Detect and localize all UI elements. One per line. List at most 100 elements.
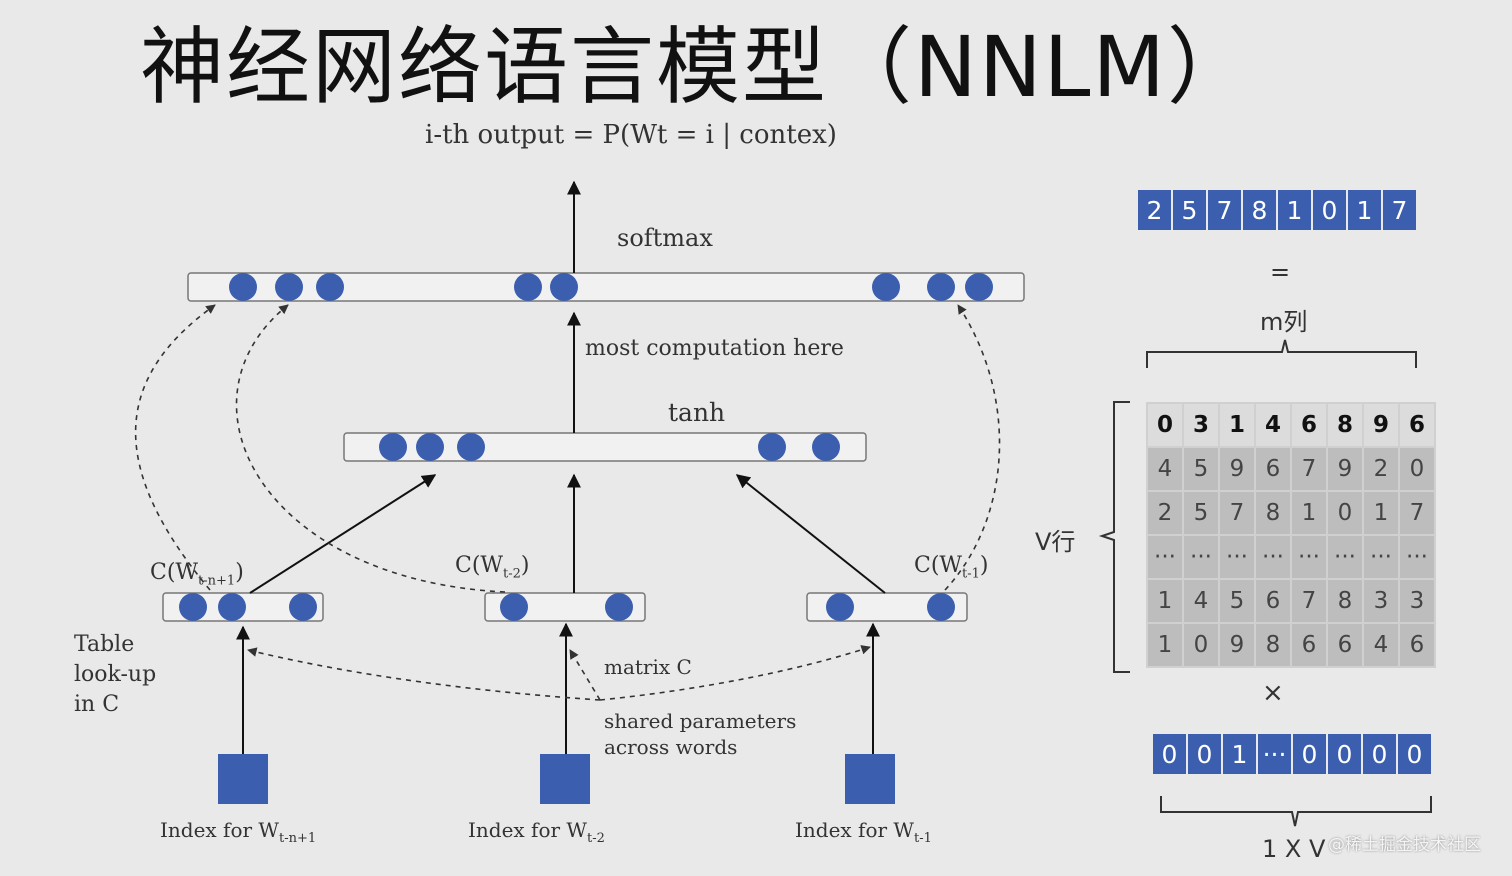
node (550, 273, 578, 301)
matrix-cell: 0 (1148, 404, 1182, 446)
matrix-cell: 3 (1184, 404, 1218, 446)
matrix-cell: 5 (1184, 448, 1218, 490)
node (416, 433, 444, 461)
onehot-vector-cell: ··· (1258, 734, 1291, 774)
matrix-cell: 0 (1184, 624, 1218, 666)
context-label-3: C(Wt-1) (914, 553, 989, 582)
node (965, 273, 993, 301)
matrix-cell: 5 (1220, 580, 1254, 622)
matrix-cell: 8 (1328, 580, 1362, 622)
arrow-c1-to-tanh (249, 474, 437, 594)
node (758, 433, 786, 461)
result-vector-cell: 7 (1383, 190, 1416, 230)
dashed-skip-2 (235, 304, 506, 593)
matrix-cell: 1 (1220, 404, 1254, 446)
matrix-cell: 9 (1220, 448, 1254, 490)
matrix-cell: 8 (1256, 492, 1290, 534)
index-label-1: Index for Wt-n+1 (160, 818, 317, 846)
onehot-vector-cell: 0 (1293, 734, 1326, 774)
matrix-cell: 4 (1184, 580, 1218, 622)
matrix-cell: 6 (1292, 624, 1326, 666)
node (927, 593, 955, 621)
matrix-cell: 3 (1364, 580, 1398, 622)
matrix-cell: 6 (1400, 624, 1434, 666)
dashed-shared-mid (569, 649, 601, 701)
matrix-cell: ··· (1328, 536, 1362, 578)
matrix-cell: 6 (1256, 448, 1290, 490)
matrix-cell: 4 (1364, 624, 1398, 666)
dashed-skip-3 (944, 304, 1001, 591)
matrix-cell: 9 (1328, 448, 1362, 490)
matrix-c-label: matrix C (604, 655, 692, 679)
node (379, 433, 407, 461)
matrix-cell: 6 (1400, 404, 1434, 446)
node (826, 593, 854, 621)
matrix-cell: 1 (1292, 492, 1326, 534)
input-index-square-3 (845, 754, 895, 804)
onehot-vector-cell: 0 (1153, 734, 1186, 774)
matrix-cell: 7 (1220, 492, 1254, 534)
matrix-cell: 2 (1364, 448, 1398, 490)
context-nodes (179, 593, 955, 621)
onehot-vector-cell: 0 (1328, 734, 1361, 774)
matrix-cell: 1 (1364, 492, 1398, 534)
matrix-cell: 7 (1292, 448, 1326, 490)
matrix-cell: 6 (1328, 624, 1362, 666)
onehot-vector-cell: 0 (1188, 734, 1221, 774)
matrix-cell: 8 (1328, 404, 1362, 446)
matrix-cell: 0 (1328, 492, 1362, 534)
matrix-cell: 1 (1148, 580, 1182, 622)
index-label-3: Index for Wt-1 (795, 818, 932, 846)
matrix-cell: 5 (1184, 492, 1218, 534)
onehot-vector-cell: 0 (1398, 734, 1431, 774)
onehot-size-label: 1 X V (1262, 835, 1326, 863)
node (275, 273, 303, 301)
m-columns-brace (1146, 339, 1417, 368)
equals-sign: = (1270, 258, 1291, 286)
index-label-2: Index for Wt-2 (468, 818, 605, 846)
context-label-1: C(Wt-n+1) (150, 560, 244, 589)
matrix-cell: 9 (1220, 624, 1254, 666)
matrix-cell: 9 (1364, 404, 1398, 446)
node (229, 273, 257, 301)
matrix-cell: 7 (1292, 580, 1326, 622)
input-index-square-2 (540, 754, 590, 804)
dashed-shared-left (247, 647, 601, 701)
result-vector-cell: 1 (1278, 190, 1311, 230)
most-computation-label: most computation here (585, 336, 844, 361)
arrow-c3-to-tanh (735, 474, 886, 594)
input-index-square-1 (218, 754, 268, 804)
softmax-nodes (229, 273, 993, 301)
onehot-vector-cell: 0 (1363, 734, 1396, 774)
matrix-cell: ··· (1256, 536, 1290, 578)
matrix-cell: 6 (1292, 404, 1326, 446)
node (605, 593, 633, 621)
node (500, 593, 528, 621)
matrix-cell: ··· (1364, 536, 1398, 578)
result-vector-cell: 2 (1138, 190, 1171, 230)
matrix-cell: ··· (1220, 536, 1254, 578)
watermark: @稀土掘金技术社区 (1328, 835, 1481, 855)
shared-parameters-label: shared parameters across words (604, 709, 797, 759)
node (872, 273, 900, 301)
multiply-sign: × (1262, 678, 1284, 708)
output-formula: i-th output = P(Wt = i | contex) (425, 120, 837, 150)
result-vector-cell: 1 (1348, 190, 1381, 230)
matrix-cell: 7 (1400, 492, 1434, 534)
matrix-cell: 4 (1256, 404, 1290, 446)
node (289, 593, 317, 621)
matrix-cell: 8 (1256, 624, 1290, 666)
softmax-label: softmax (617, 224, 713, 252)
matrix-cell: 0 (1400, 448, 1434, 490)
slide-title: 神经网络语言模型（NNLM） (140, 18, 1253, 116)
matrix-cell: ··· (1400, 536, 1434, 578)
node (316, 273, 344, 301)
v-rows-brace (1098, 401, 1130, 673)
node (457, 433, 485, 461)
matrix-cell: 4 (1148, 448, 1182, 490)
result-vector-cell: 8 (1243, 190, 1276, 230)
